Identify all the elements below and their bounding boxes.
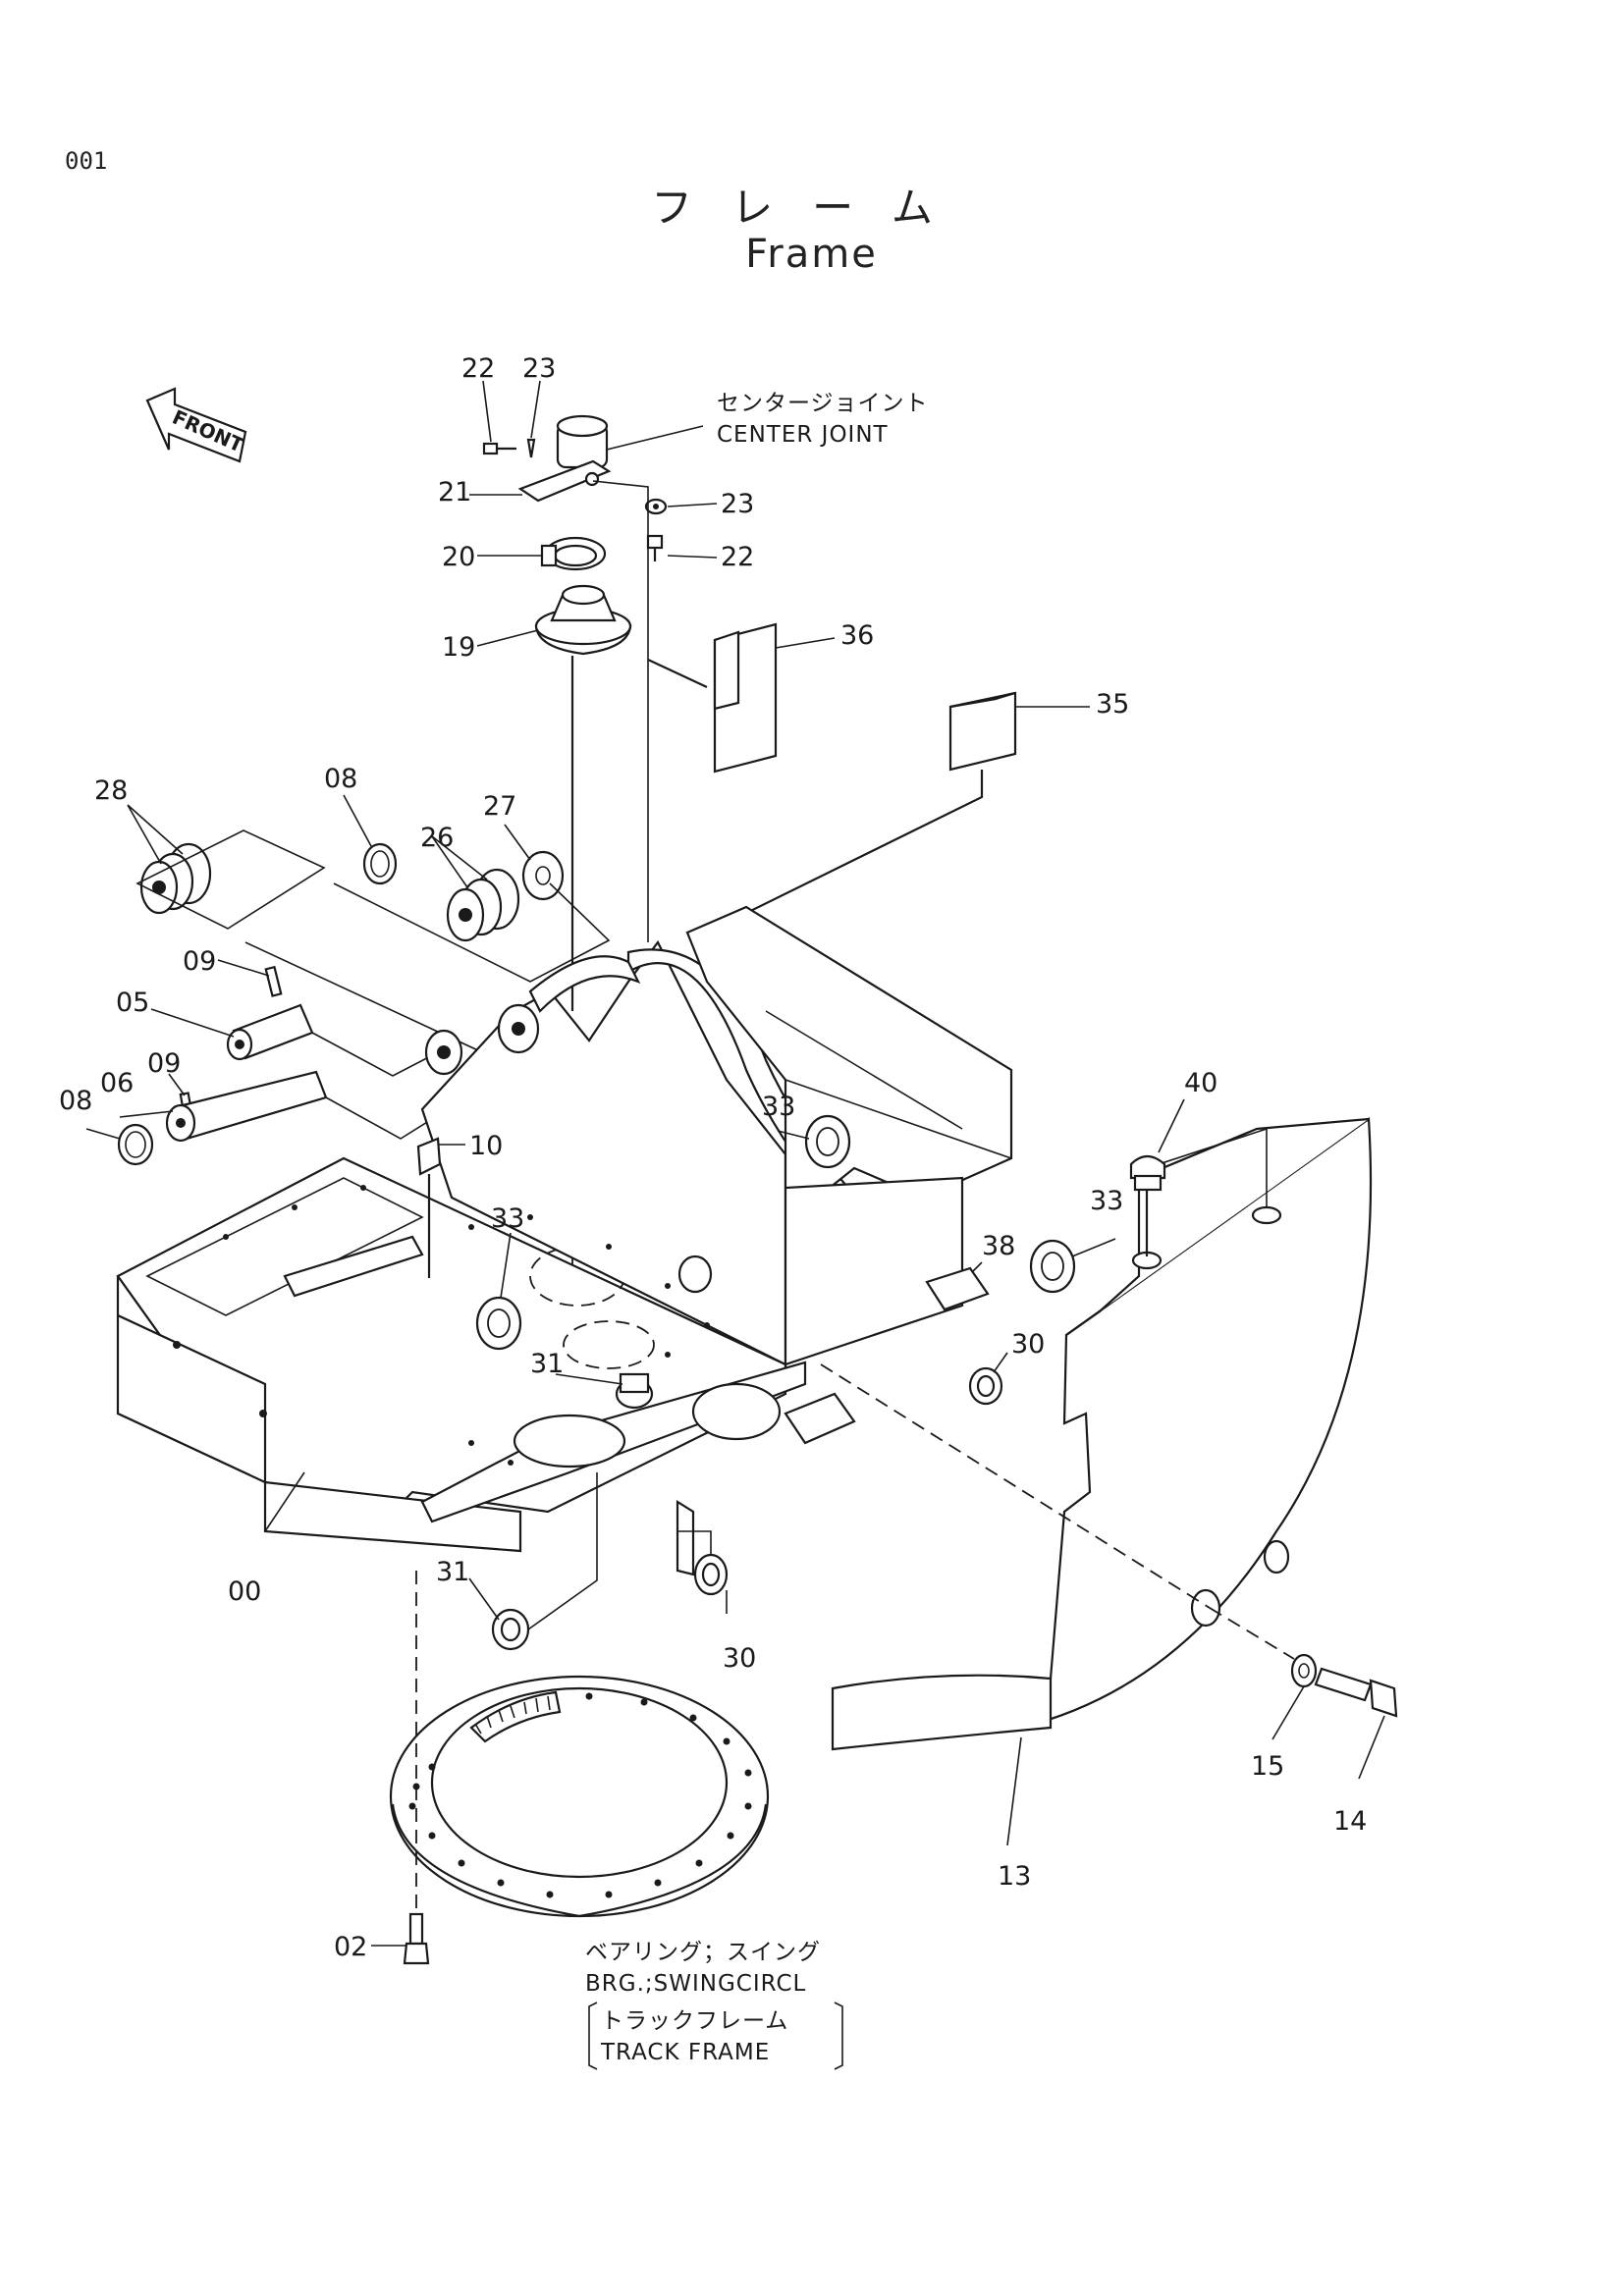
pad-38 [925,1266,990,1311]
clamp-20 [540,536,607,571]
part-label: 33 [491,1203,524,1234]
part-label: 13 [998,1861,1031,1892]
part-label: 36 [840,620,874,651]
part-label: 10 [469,1131,503,1161]
revolving-frame-00 [116,905,1013,1576]
part-label: 19 [442,632,475,663]
plug-10 [416,1137,442,1278]
counterweight-13 [831,1116,1373,1751]
part-label: 09 [183,946,216,977]
part-label: 27 [483,791,516,822]
roller-28 [139,842,212,915]
part-label: 33 [1090,1186,1123,1216]
center-joint-en: CENTER JOINT [717,422,889,448]
part-label: 22 [461,353,495,384]
part-label: 14 [1333,1806,1367,1837]
part-label: 00 [228,1576,261,1607]
part-label: 30 [723,1643,756,1674]
pin-05 [226,1003,443,1077]
pin-09-upper [264,965,283,997]
leader-00 [264,1471,305,1532]
center-joint [517,414,612,503]
snap-ring-08-lower [117,1123,154,1166]
part-labels: 22 23 21 23 20 22 19 36 35 28 08 27 26 0… [59,353,1367,1962]
swing-bearing [389,1675,770,1918]
grommet-33-right [1029,1239,1076,1294]
seal-19 [534,584,632,656]
part-label: 31 [436,1557,469,1587]
part-label: 23 [522,353,556,384]
center-joint-jp: センタージョイント [717,391,929,416]
plug-40 [1129,1154,1166,1256]
page-title-japanese: フレーム [651,184,972,232]
washer-23-lower [644,498,668,515]
part-label: 30 [1011,1329,1045,1360]
leader-lines [85,380,1385,1947]
track-frame-en: TRACK FRAME [600,2040,770,2065]
sponge-35 [726,691,1017,924]
part-label: 26 [420,823,454,853]
part-label: 02 [334,1932,367,1962]
bracket-left [588,2002,598,2070]
part-label: 15 [1251,1751,1284,1782]
page-title: Frame [745,232,878,277]
part-label: 31 [530,1349,564,1379]
bolt-14 [1314,1667,1398,1718]
part-label: 08 [324,764,357,794]
bolt-22-lower [646,534,664,561]
part-label: 08 [59,1086,92,1116]
plug-31-lower [491,1472,598,1651]
bearing-jp: ベアリング；スイング [585,1940,821,1965]
part-label: 09 [147,1048,181,1079]
part-label: 06 [100,1068,134,1098]
grommet-33-upper [804,1114,851,1169]
roller-26 [446,868,520,942]
page-code: 001 [65,147,108,175]
washer-23-upper [526,438,536,458]
bolt-22-upper [482,442,516,455]
bearing-en: BRG.;SWINGCIRCL [585,1971,806,1997]
bearing-callout: ベアリング；スイング BRG.;SWINGCIRCL トラックフレーム TRAC… [585,1940,843,2070]
center-joint-callout: センタージョイント CENTER JOINT [717,391,929,448]
part-label: 40 [1184,1068,1217,1098]
plug-30-lower [677,1530,729,1596]
part-label: 23 [721,489,754,519]
track-frame-jp: トラックフレーム [601,2008,788,2034]
part-label: 22 [721,542,754,572]
bracket-right [834,2002,843,2070]
snap-ring-08-upper [362,842,398,885]
part-label: 33 [762,1092,795,1122]
plug-31-upper [615,1372,654,1410]
part-label: 20 [442,542,475,572]
part-label: 35 [1096,689,1129,720]
part-label: 05 [116,988,149,1018]
sponge-36 [647,622,778,774]
part-label: 28 [94,775,128,806]
plug-30-upper [968,1366,1003,1406]
bolt-02 [403,1912,430,1965]
washer-15 [1290,1653,1318,1688]
grommet-33-left [475,1296,522,1351]
part-label: 21 [438,477,471,507]
front-arrow: FRONT [145,387,247,463]
part-label: 38 [982,1231,1015,1261]
grommet-33-center [677,1255,713,1294]
pin-06 [165,1070,433,1143]
